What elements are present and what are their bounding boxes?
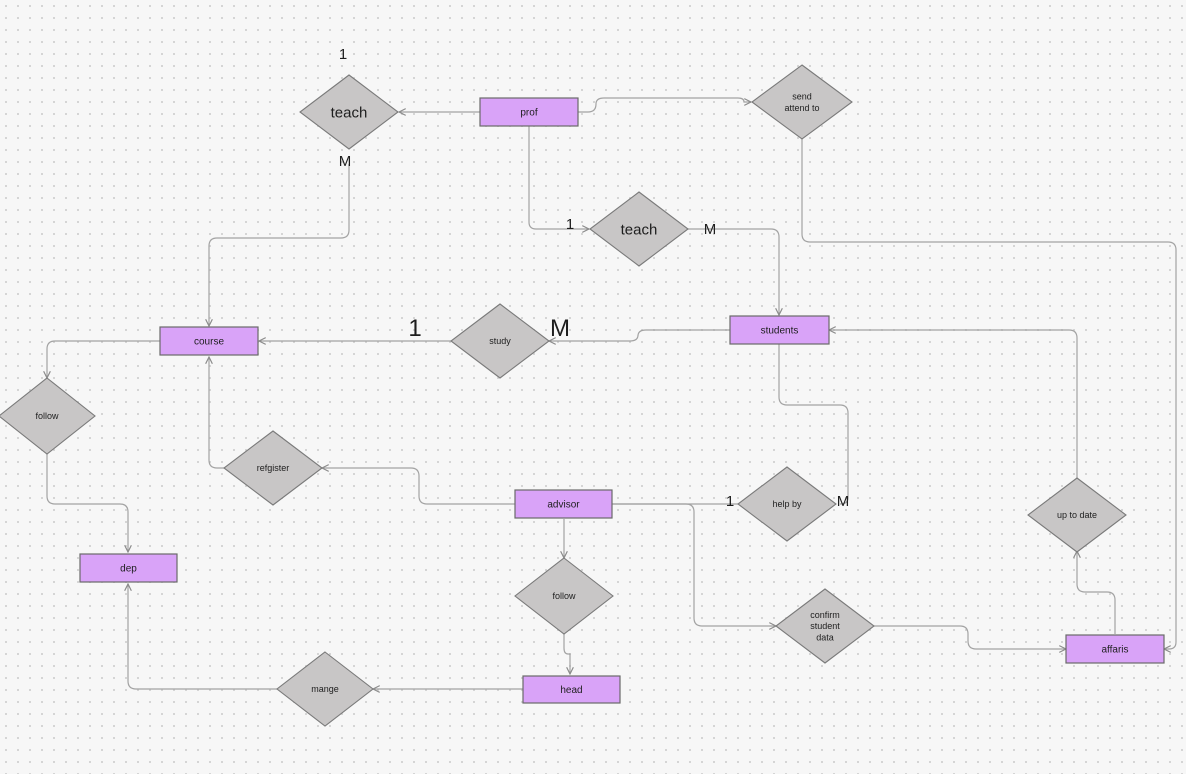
entity-students-box [729,315,830,345]
relationship-follow-left-diamond [0,377,96,455]
connector-follow-left-dep[interactable] [46,454,128,552]
entity-course[interactable]: course [159,326,259,356]
relationship-study-diamond [450,303,550,379]
relationship-send-attend-label: attend to [784,103,819,113]
entity-students[interactable]: students [729,315,830,345]
connector-students-help-by[interactable] [778,344,849,505]
connector-teach-mid-students[interactable] [688,228,779,315]
relationship-up-to-date[interactable]: up to date [1027,477,1127,553]
relationship-teach-mid-diamond [589,191,689,267]
connector-mange-dep[interactable] [128,584,277,690]
entity-prof-box [479,97,579,127]
relationship-help-by[interactable]: help by [737,466,837,542]
relationship-mange[interactable]: mange [276,651,374,727]
relationship-mange-label: mange [311,684,339,694]
connector-register-course[interactable] [209,357,225,469]
entity-dep-box [79,553,178,583]
relationship-confirm-label: student [810,621,840,631]
relationship-follow-mid[interactable]: follow [514,557,614,635]
cardinality-teach-mid-1: 1 [566,216,574,233]
entity-prof-label: prof [520,108,537,119]
entity-course-box [159,326,259,356]
relationship-register-label: refgister [257,463,290,473]
cardinality-teach-top-1: 1 [339,46,347,63]
connector-confirm-affaris[interactable] [874,625,1066,649]
entity-prof[interactable]: prof [479,97,579,127]
connector-students-study[interactable] [549,329,730,341]
entity-affaris-label: affaris [1101,645,1128,656]
relationship-follow-left[interactable]: follow [0,377,96,455]
connectors [46,97,1177,690]
relationship-help-by-diamond [737,466,837,542]
connector-send-attend-affaris[interactable] [801,139,1177,649]
relationship-teach-top-label: teach [331,104,368,121]
entity-dep[interactable]: dep [79,553,178,583]
cardinality-study-m: M [550,315,570,342]
entity-head-label: head [560,685,582,696]
relationship-send-attend-diamond [751,64,853,140]
cardinality-help-by-m: M [837,493,850,510]
relationship-follow-left-label: follow [35,411,59,421]
relationship-teach-mid-label: teach [621,221,658,238]
cardinality-help-by-1: 1 [726,493,734,510]
connector-teach-top-course[interactable] [209,164,350,326]
entity-course-label: course [194,337,224,348]
connector-affaris-up-to-date[interactable] [1077,551,1116,634]
relationship-teach-top[interactable]: teach [299,74,399,150]
relationship-teach-top-diamond [299,74,399,150]
relationship-study[interactable]: study [450,303,550,379]
entity-advisor-label: advisor [547,500,580,511]
relationship-up-to-date-label: up to date [1057,510,1097,520]
entity-advisor-box [514,489,613,519]
entity-students-label: students [761,326,799,337]
entity-affaris[interactable]: affaris [1065,634,1165,664]
entity-head-box [522,675,621,704]
connector-up-to-date-students[interactable] [829,330,1078,478]
relationship-confirm-diamond [775,588,875,664]
relationship-send-attend-label: send [792,92,812,102]
entity-affaris-box [1065,634,1165,664]
relationship-confirm-label: confirm [810,610,840,620]
cardinality-teach-mid-m: M [704,221,717,238]
entity-head[interactable]: head [522,675,621,704]
relationship-mange-diamond [276,651,374,727]
relationship-teach-mid[interactable]: teach [589,191,689,267]
connector-prof-send-attend[interactable] [578,97,751,113]
relationship-register[interactable]: refgister [223,430,323,506]
connector-advisor-confirm[interactable] [612,503,776,626]
cardinality-teach-top-m: M [339,153,352,170]
relationship-follow-mid-label: follow [552,591,576,601]
entity-advisor[interactable]: advisor [514,489,613,519]
relationship-study-label: study [489,336,511,346]
relationship-up-to-date-diamond [1027,477,1127,553]
entity-dep-label: dep [120,564,137,575]
relationship-follow-mid-diamond [514,557,614,635]
cardinality-study-1: 1 [408,315,421,342]
connector-prof-teach-mid[interactable] [528,126,589,229]
relationship-confirm-label: data [816,632,834,642]
connector-course-follow-left[interactable] [47,340,160,378]
relationship-help-by-label: help by [772,499,802,509]
connector-follow-mid-head[interactable] [563,634,570,674]
relationship-register-diamond [223,430,323,506]
connector-advisor-register[interactable] [322,468,515,505]
